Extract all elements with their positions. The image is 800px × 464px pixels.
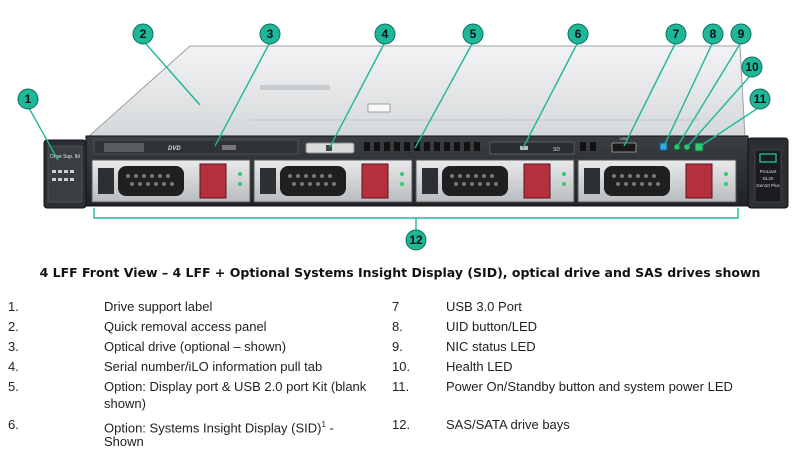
legend-text-main: Option: Systems Insight Display (SID) — [104, 420, 322, 436]
legend-number: 2. — [8, 319, 19, 334]
legend-text: Serial number/iLO information pull tab — [104, 359, 323, 374]
top-cover-latch — [367, 103, 391, 113]
hpe-logo — [759, 153, 777, 163]
legend-text: Option: Display port & USB 2.0 port Kit … — [104, 379, 367, 394]
footnote-marker: 1 — [321, 420, 326, 429]
legend-number: 1. — [8, 299, 19, 314]
optical-drive — [93, 139, 299, 155]
drive-honeycomb — [126, 174, 660, 186]
svg-text:10: 10 — [745, 60, 759, 74]
drive-support-label-text: Drive Sup. lbl — [50, 154, 80, 160]
optical-eject-button — [222, 145, 236, 150]
legend-text: Drive support label — [104, 299, 213, 314]
callout-3: 3 — [259, 23, 281, 45]
legend-text: Power On/Standby button and system power… — [446, 379, 733, 394]
callout-4: 4 — [374, 23, 396, 45]
drive-support-label — [47, 145, 83, 203]
svg-text:2: 2 — [140, 27, 147, 41]
legend-number: 6. — [8, 417, 19, 432]
upper-vents-right — [580, 142, 596, 151]
svg-text:5: 5 — [470, 27, 477, 41]
legend-number: 9. — [392, 339, 403, 354]
callout-11: 11 — [749, 88, 771, 110]
legend-text-line-2: shown) — [104, 396, 146, 411]
drive-bay-3 — [415, 159, 575, 203]
legend-text: Option: Systems Insight Display (SID)1 - — [104, 417, 334, 436]
legend-text: NIC status LED — [446, 339, 536, 354]
legend-number: 11. — [392, 379, 410, 394]
figure-caption: 4 LFF Front View – 4 LFF + Optional Syst… — [39, 265, 761, 280]
legend-number: 5. — [8, 379, 19, 394]
optical-drive-tray — [104, 143, 144, 152]
svg-text:3: 3 — [267, 27, 274, 41]
legend-text: Health LED — [446, 359, 513, 374]
drive-support-marks — [52, 170, 74, 181]
sid-model-line-1: ProLiant — [760, 169, 778, 174]
upper-vents — [364, 142, 480, 151]
legend-number: 7 — [392, 299, 400, 314]
legend-number: 8. — [392, 319, 403, 334]
uid-button-led[interactable] — [659, 142, 668, 151]
callout-9: 9 — [730, 23, 752, 45]
legend-text: UID button/LED — [446, 319, 538, 334]
chassis-top-cover — [86, 45, 746, 138]
svg-text:9: 9 — [738, 27, 745, 41]
sid-model-line-2: DL20 — [763, 176, 774, 181]
svg-text:8: 8 — [710, 27, 717, 41]
usb-3-port[interactable] — [611, 142, 637, 153]
callout-6: 6 — [567, 23, 589, 45]
svg-text:1: 1 — [25, 92, 32, 106]
callout-2: 2 — [132, 23, 154, 45]
svg-text:11: 11 — [754, 92, 767, 106]
svg-text:12: 12 — [409, 233, 423, 247]
legend-number: 3. — [8, 339, 19, 354]
display-port-usb-kit-blank — [489, 141, 575, 155]
drive-bay-1 — [91, 159, 251, 203]
display-port-label: SD — [553, 147, 560, 153]
legend-number: 4. — [8, 359, 19, 374]
callout-1: 1 — [17, 88, 39, 110]
server-front-diagram: Drive Sup. lbl ProLiant DL20 Gen10 Plus … — [17, 23, 789, 251]
legend-text-tail: - — [325, 420, 334, 436]
callout-8: 8 — [702, 23, 724, 45]
optical-drive-logo: DVD — [168, 146, 181, 152]
callout-12: 12 — [405, 229, 427, 251]
sid-model-line-3: Gen10 Plus — [756, 183, 780, 188]
legend-text-line-2: Shown — [104, 434, 144, 449]
callout-5: 5 — [462, 23, 484, 45]
callout-10: 10 — [741, 56, 763, 78]
legend-number: 10. — [392, 359, 411, 374]
callout-7: 7 — [665, 23, 687, 45]
svg-text:7: 7 — [673, 27, 680, 41]
drive-bay-2 — [253, 159, 413, 203]
legend-text: Optical drive (optional – shown) — [104, 339, 287, 354]
legend-text: USB 3.0 Port — [446, 299, 522, 314]
svg-text:4: 4 — [382, 27, 389, 41]
legend-number: 12. — [392, 417, 411, 432]
drive-bay-4 — [577, 159, 737, 203]
svg-text:6: 6 — [575, 27, 582, 41]
drive-bays-bracket — [93, 208, 739, 219]
legend-text: SAS/SATA drive bays — [446, 417, 570, 432]
legend-text: Quick removal access panel — [104, 319, 267, 334]
usb-port-label: USB — [620, 136, 629, 141]
